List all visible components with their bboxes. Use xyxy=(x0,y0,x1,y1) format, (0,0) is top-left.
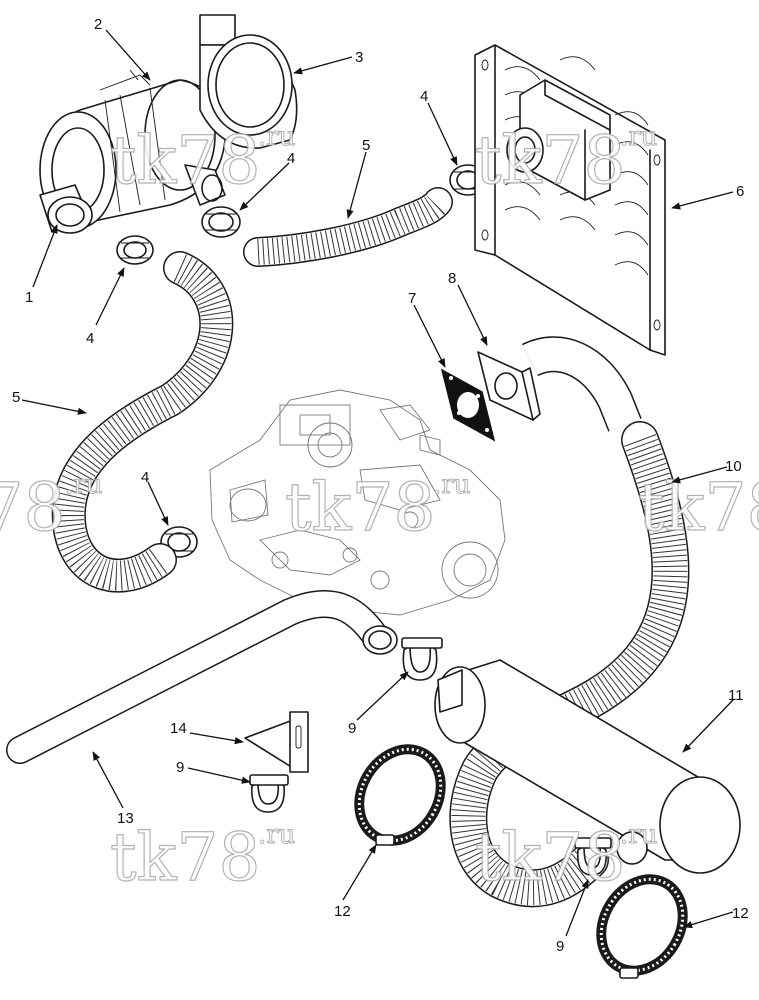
callout-9: 9 xyxy=(176,759,184,776)
callout-11: 11 xyxy=(728,687,744,704)
callout-4: 4 xyxy=(86,330,94,347)
callout-12: 12 xyxy=(732,905,749,922)
hose-clamp-4a xyxy=(201,206,241,238)
callout-1: 1 xyxy=(25,289,33,306)
callout-2: 2 xyxy=(94,16,102,33)
watermark-text: tk78 xyxy=(475,819,626,896)
callout-9: 9 xyxy=(348,720,356,737)
intake-hose-lower xyxy=(51,251,234,593)
watermark-suffix: .ru xyxy=(65,470,102,500)
watermark-suffix: .ru xyxy=(620,122,657,152)
watermark-text: tk78 xyxy=(0,469,66,546)
intake-hose-upper xyxy=(243,187,453,267)
bracket-part xyxy=(244,711,309,773)
gasket-part xyxy=(440,368,496,442)
watermark-text: tk78 xyxy=(110,819,261,896)
watermark-suffix: .ru xyxy=(433,470,470,500)
watermark-suffix: .ru xyxy=(620,820,657,850)
callout-4: 4 xyxy=(141,469,149,486)
callout-6: 6 xyxy=(736,183,744,200)
flange-part xyxy=(477,351,541,421)
band-clamp-12a xyxy=(354,744,446,846)
u-clamp-9b xyxy=(249,774,289,813)
mounting-band-part xyxy=(199,14,298,149)
exhaust-elbow-pipe xyxy=(521,336,642,432)
callout-7: 7 xyxy=(408,290,416,307)
watermark-text: tk78 xyxy=(285,469,436,546)
engine-outline xyxy=(209,389,506,616)
callout-13: 13 xyxy=(117,810,134,827)
muffler-part xyxy=(434,659,741,874)
callout-4: 4 xyxy=(287,150,295,167)
watermarks: tk78 .ru tk78 .ru tk78 .ru tk78 .ru tk78… xyxy=(0,121,759,896)
band-clamp-12b xyxy=(596,874,688,979)
callout-3: 3 xyxy=(355,49,363,66)
callout-5: 5 xyxy=(362,137,370,154)
callout-4: 4 xyxy=(420,88,428,105)
air-cleaner-part xyxy=(39,69,227,234)
u-clamp-9c xyxy=(574,837,612,876)
louvre-panel-part xyxy=(474,44,666,356)
watermark-suffix: .ru xyxy=(258,122,295,152)
callout-9: 9 xyxy=(556,938,564,955)
callout-8: 8 xyxy=(448,270,456,287)
watermark-text: tk78 xyxy=(110,122,261,199)
watermark-text: tk78 xyxy=(475,122,626,199)
u-clamp-9a xyxy=(401,637,443,681)
watermark-suffix: .ru xyxy=(258,820,295,850)
hose-clamp-4b xyxy=(116,235,154,265)
callout-5: 5 xyxy=(12,389,20,406)
callout-10: 10 xyxy=(725,458,742,475)
callout-12: 12 xyxy=(334,903,351,920)
tailpipe-part xyxy=(6,590,398,764)
callout-labels: 2 3 4 4 5 6 1 4 5 7 8 10 4 9 11 14 9 13 … xyxy=(12,16,749,955)
callout-14: 14 xyxy=(170,720,187,737)
leader-lines xyxy=(21,29,734,937)
watermark-text: tk78 xyxy=(638,469,759,546)
